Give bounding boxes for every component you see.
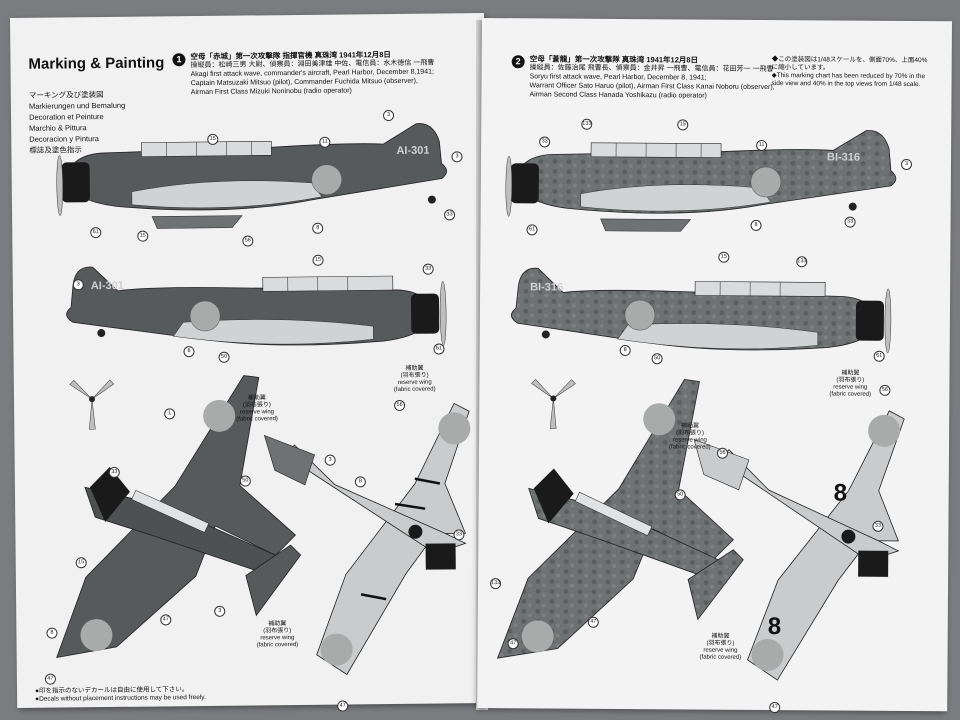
side-view-right-facing: BI-316 [511, 267, 892, 354]
reserve-wing-note: 補助翼 (羽布張り) reserve wing (fabric covered) [256, 621, 299, 649]
top-view-camo [496, 378, 744, 659]
callout: 56 [242, 235, 254, 247]
top-view-dark [56, 375, 302, 659]
callout: 15 [312, 254, 324, 266]
wing-note-line: (fabric covered) [829, 391, 872, 398]
callout: 47 [587, 616, 599, 628]
callout: 3 [324, 454, 336, 466]
callout: 3 [72, 279, 84, 291]
callout: 61 [873, 350, 885, 362]
callout: 47 [769, 702, 781, 714]
reserve-wing-note: 補助翼 (羽布張り) reserve wing (fabric covered) [236, 395, 278, 423]
callout: 3 [214, 605, 226, 617]
callout: 50 [239, 475, 251, 487]
callout: 56 [716, 447, 729, 459]
callout: 47 [337, 700, 349, 712]
reserve-wing-note: 補助翼 (羽布張り) reserve wing (fabric covered) [829, 370, 871, 398]
callout: 33 [422, 263, 434, 275]
callout: 8 [750, 219, 762, 231]
callout: 3 [382, 109, 395, 122]
callout: 8 [619, 344, 631, 357]
callout: 61 [526, 224, 538, 236]
wing-note-line: (fabric covered) [668, 444, 711, 451]
side-view-left-facing: BI-316 [505, 130, 897, 232]
callout: 8 [183, 346, 195, 358]
right-page: 2 空母「蒼龍」第一次攻撃隊 真珠湾 1941年12月8日 操縦員：佐藤治尾 飛… [477, 18, 952, 714]
callout: 47 [44, 673, 56, 685]
callout: 61 [90, 227, 102, 239]
callout: 15 [677, 119, 689, 131]
left-page: Marking & Painting マーキング及び塗装図 Markierung… [10, 13, 492, 712]
decal-footer-note: ●印を指示のないデカールは自由に使用して下さい。 ●Decals without… [35, 686, 206, 704]
callout: 133 [581, 118, 593, 130]
propeller-view [531, 379, 576, 429]
callout: 8 [46, 627, 58, 639]
right-aircraft-drawings: BI-316 BI-316 [496, 130, 905, 681]
callout: 8 [354, 476, 366, 488]
callout: 133 [796, 256, 808, 268]
callout: 33 [453, 529, 465, 541]
callout: 1 [164, 408, 176, 420]
callout: 33 [108, 466, 120, 478]
callout: 8 [312, 222, 324, 234]
tail-code: BI-316 [530, 281, 563, 293]
callout: 15 [207, 133, 219, 145]
wing-note-line: (fabric covered) [699, 654, 742, 661]
callout: 15 [718, 251, 730, 263]
callout: 47 [507, 638, 519, 650]
callout: 11 [319, 136, 331, 148]
tail-code: AI-301 [91, 280, 124, 292]
reserve-wing-note: 補助翼 (羽布張り) reserve wing (fabric covered) [669, 423, 711, 451]
callout: 33 [844, 216, 856, 228]
callout: 56 [879, 384, 891, 396]
callout: 3 [451, 151, 463, 163]
callout: 47 [160, 614, 172, 626]
tail-code: AI-301 [396, 145, 429, 157]
callout: 3 [900, 158, 913, 171]
left-aircraft-drawings: AI-301 AI-301 [56, 123, 471, 676]
callout: 15 [75, 557, 87, 569]
wing-note-line: (fabric covered) [256, 642, 299, 649]
wing-note-line: (fabric covered) [236, 416, 278, 423]
side-view-right-facing: AI-301 [66, 266, 447, 346]
callout: 11 [756, 139, 768, 151]
callout: 50 [651, 353, 663, 365]
wing-note-line: (fabric covered) [393, 386, 436, 393]
reserve-wing-note: 補助翼 (羽布張り) reserve wing (fabric covered) [700, 634, 742, 662]
tail-code: BI-316 [827, 151, 860, 163]
callout: 33 [539, 136, 551, 148]
bottom-view-light: 8 8 [693, 410, 905, 681]
callout: 56 [394, 399, 406, 411]
callout: 33 [444, 209, 456, 221]
callout: 33 [872, 520, 884, 532]
callout: 15 [137, 230, 149, 242]
callout: 50 [218, 351, 230, 363]
fuselage-number-8: 8 [834, 479, 848, 506]
propeller-view [69, 379, 115, 430]
callout: 133 [490, 578, 502, 590]
callout: 50 [674, 489, 686, 501]
reserve-wing-note: 補助翼 (羽布張り) reserve wing (fabric covered) [394, 366, 436, 394]
side-view-left-facing: AI-301 [56, 123, 448, 229]
callout: 61 [433, 343, 445, 355]
fuselage-number-8: 8 [768, 613, 782, 640]
